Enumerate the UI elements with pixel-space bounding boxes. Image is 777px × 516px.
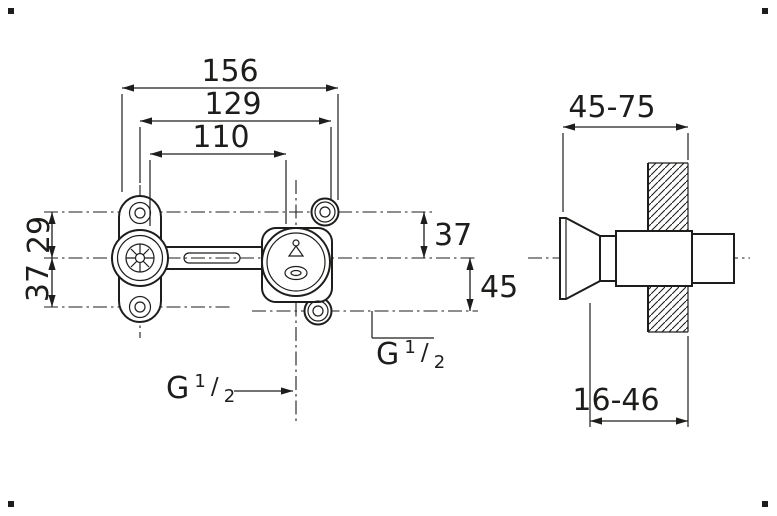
corner-mark	[8, 8, 14, 14]
right-mounting-plate	[261, 197, 340, 326]
flange-profile	[559, 217, 601, 300]
brand-mark	[284, 239, 308, 281]
dim-right-lower-45: 45	[466, 258, 518, 311]
dim-wall-offset-16-46: 16-46	[572, 303, 689, 427]
function-unit-outer	[261, 227, 331, 297]
arm-slot	[183, 252, 241, 264]
corner-marks	[8, 8, 768, 507]
dim-depth-45-75: 45-75	[562, 90, 689, 212]
corner-mark	[8, 501, 14, 507]
thread-callout-bottom: G 1 / 2	[166, 371, 293, 407]
dim-29-label: 29	[22, 216, 57, 254]
dim-16-46-label: 16-46	[572, 383, 659, 418]
screw-hole-top-inner	[134, 207, 146, 219]
ear-hole-bottom	[307, 300, 329, 322]
thread-label-bottom: G 1 / 2	[166, 371, 235, 407]
body-rear-block	[691, 233, 735, 284]
inlet-spline-cross	[126, 244, 154, 272]
left-mounting-plate	[111, 195, 169, 323]
corner-mark	[762, 501, 768, 507]
dim-129-label: 129	[204, 87, 261, 122]
corner-mark	[762, 8, 768, 14]
ear-hole-bottom-inner	[312, 305, 324, 317]
rough-in-body-profile	[599, 230, 735, 287]
dim-total-width: 156	[121, 54, 339, 200]
dim-156-label: 156	[201, 54, 258, 89]
dim-width-129: 129	[139, 87, 332, 200]
thread-label-side: G 1 / 2	[376, 337, 445, 373]
dim-37-right-label: 37	[434, 218, 472, 253]
dim-37-left-label: 37	[21, 264, 56, 302]
dim-right-upper-37: 37	[420, 212, 472, 258]
dim-45-75-label: 45-75	[568, 90, 655, 125]
front-view: 156 129 110 29 37 37	[21, 54, 518, 422]
dim-110-label: 110	[192, 120, 249, 155]
connection-arm	[165, 246, 263, 270]
ear-hole-top	[314, 201, 336, 223]
body-neck	[599, 235, 617, 282]
body-main	[615, 230, 693, 287]
screw-hole-bottom	[128, 295, 152, 319]
dim-width-110: 110	[149, 120, 287, 226]
thread-callout-side: G 1 / 2	[371, 311, 445, 373]
dim-45-label: 45	[480, 270, 518, 305]
dim-left-upper-29: 29	[22, 212, 57, 258]
inlet-union-mid	[116, 234, 164, 282]
ear-hole-top-inner	[319, 206, 331, 218]
function-unit-inner	[266, 232, 326, 292]
screw-hole-bottom-inner	[134, 301, 146, 313]
dim-left-lower-37: 37	[21, 258, 56, 307]
side-view: 45-75 16-46	[528, 90, 750, 427]
centerlines	[44, 180, 478, 422]
